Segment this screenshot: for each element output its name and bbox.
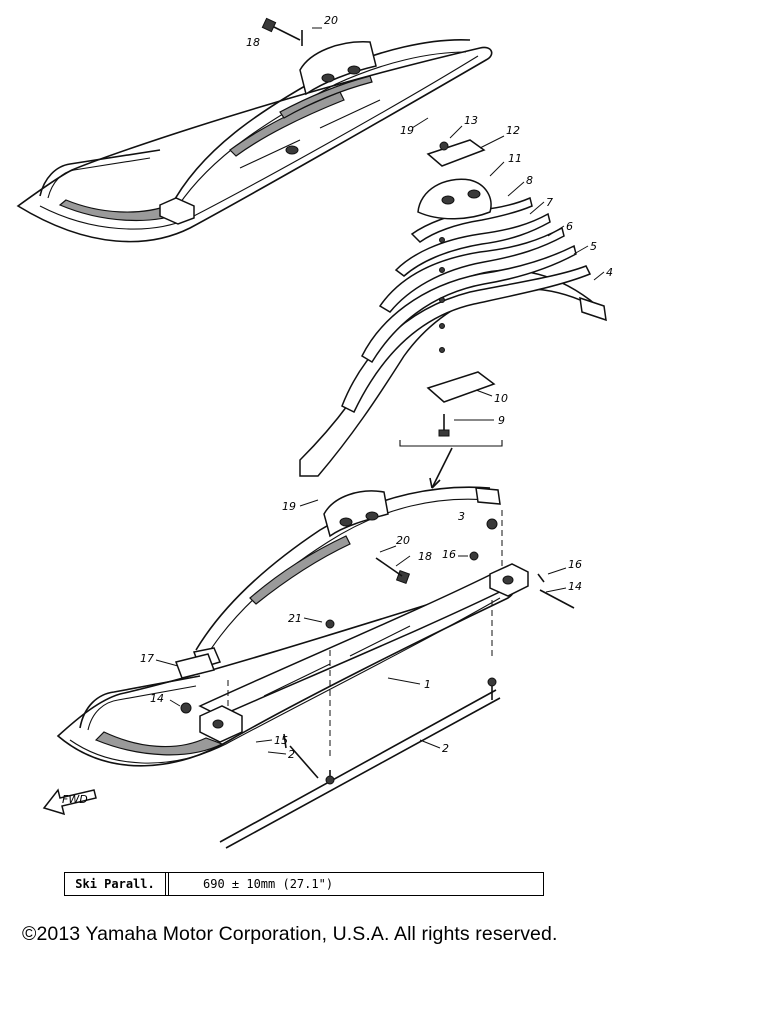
callout-16-left: 15 — [274, 734, 288, 747]
callout-19-lower: 19 — [282, 500, 296, 513]
ski-parallel-spec-table: Ski Parall. 690 ± 10mm (27.1") — [64, 872, 544, 896]
callout-1: 1 — [424, 678, 431, 691]
callout-14-right: 14 — [568, 580, 582, 593]
small-parts — [175, 510, 575, 849]
callout-5: 5 — [590, 240, 597, 253]
fwd-label: FWD — [62, 793, 88, 806]
callout-17: 17 — [140, 652, 154, 665]
callout-21: 21 — [288, 612, 302, 625]
callout-16-right: 16 — [568, 558, 582, 571]
callout-3: 3 — [458, 510, 465, 523]
callout-19-upper: 19 — [400, 124, 414, 137]
callout-2: 2 — [442, 742, 449, 755]
spec-value: 690 ± 10mm (27.1") — [203, 877, 334, 891]
ski-assembly-exploded-diagram: FWD 20 18 19 13 12 11 8 7 6 5 4 10 9 19 … — [16, 14, 613, 849]
upper-ski-assembly — [16, 17, 493, 243]
lower-ski-assembly — [56, 563, 529, 767]
callout-7: 7 — [546, 196, 553, 209]
callout-16-mid: 16 — [442, 548, 456, 561]
spec-label: Ski Parall. — [65, 873, 169, 895]
callout-18-upper: 18 — [246, 36, 260, 49]
leaf-spring-stack — [299, 139, 607, 489]
callout-20-lower: 20 — [396, 534, 410, 547]
forward-direction-arrow: FWD — [42, 788, 97, 816]
callout-6: 6 — [566, 220, 573, 233]
callout-12: 12 — [506, 124, 520, 137]
callout-8: 8 — [526, 174, 533, 187]
copyright-notice: ©2013 Yamaha Motor Corporation, U.S.A. A… — [22, 923, 558, 945]
callout-10: 10 — [494, 392, 508, 405]
callout-11: 11 — [508, 152, 522, 165]
callout-20-upper: 20 — [324, 14, 338, 27]
callout-4: 4 — [606, 266, 613, 279]
callout-15: 14 — [150, 692, 164, 705]
callout-18-lower: 18 — [418, 550, 432, 563]
callout-numbers: 20 18 19 13 12 11 8 7 6 5 4 10 9 19 3 20… — [140, 14, 613, 761]
callout-9: 9 — [498, 414, 505, 427]
callout-13: 13 — [464, 114, 478, 127]
callout-14-left: 2 — [288, 748, 295, 761]
